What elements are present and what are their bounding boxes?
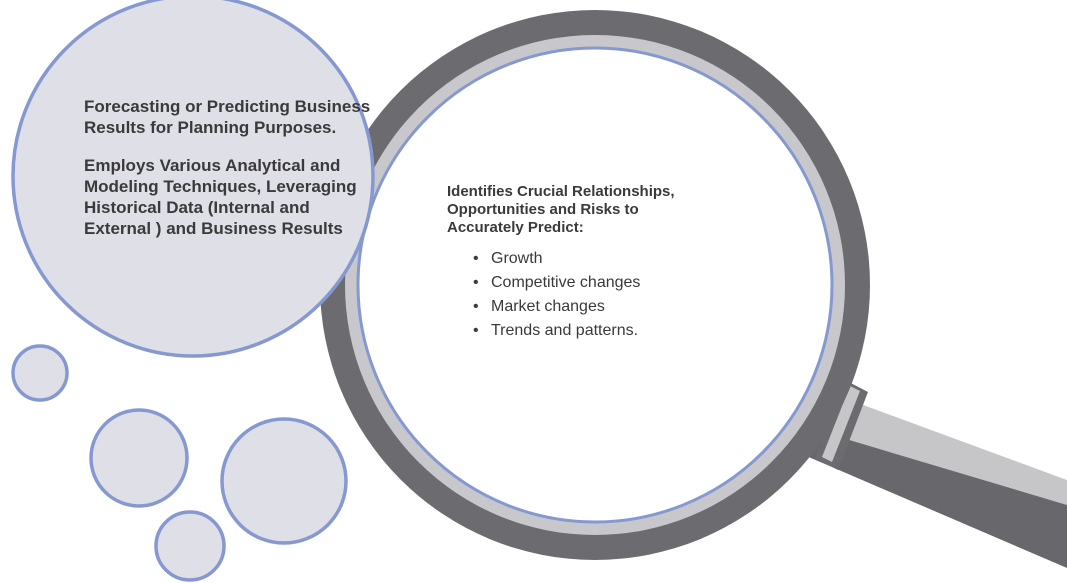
lens-bullet-item: Market changes	[473, 295, 717, 319]
large-bubble	[11, 0, 375, 358]
lens-bullet-list: Growth Competitive changes Market change…	[473, 247, 717, 343]
left-bubble-paragraph-2: Employs Various Analytical and Modeling …	[84, 156, 357, 238]
lens-bullet-item: Trends and patterns.	[473, 319, 717, 343]
small-bubble-2	[89, 408, 189, 508]
lens-heading: Identifies Crucial Relationships, Opport…	[447, 183, 675, 236]
handle-collar-highlight	[822, 386, 860, 462]
small-bubble-4	[154, 510, 226, 582]
small-bubble-1	[11, 344, 69, 402]
left-bubble-text: Forecasting or Predicting Business Resul…	[84, 96, 374, 256]
magnifier-handle	[804, 380, 1067, 568]
left-bubble-paragraph-1: Forecasting or Predicting Business Resul…	[84, 97, 371, 137]
lens-text: Identifies Crucial Relationships, Opport…	[447, 183, 717, 343]
handle-shaft-dark	[804, 430, 1067, 568]
handle-shaft-light	[816, 392, 1067, 505]
lens-bullet-item: Competitive changes	[473, 271, 717, 295]
lens-bullet-item: Growth	[473, 247, 717, 271]
bubbles	[11, 0, 375, 582]
small-bubble-3	[220, 417, 348, 545]
